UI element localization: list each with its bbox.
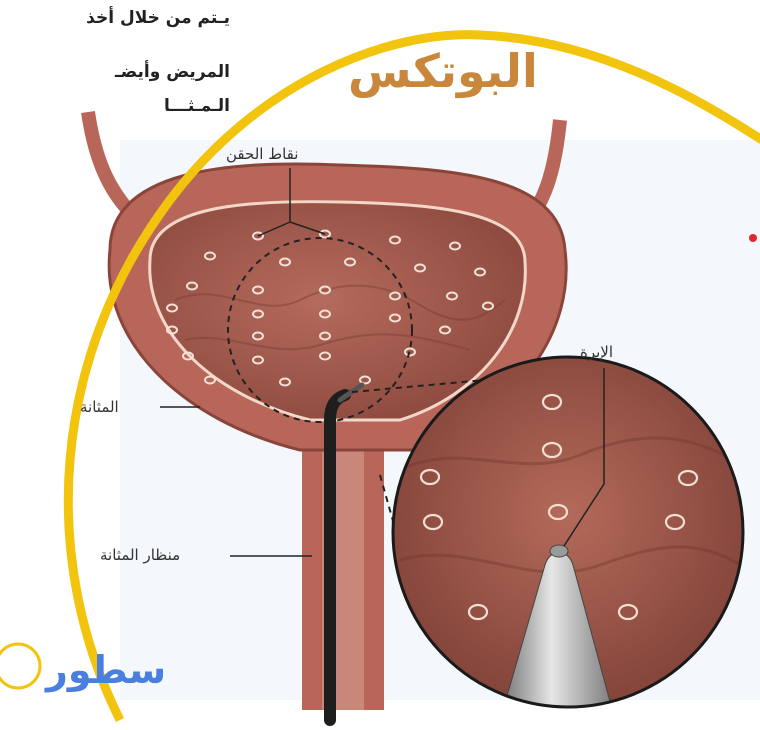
diagram-title: البوتكس	[348, 44, 538, 98]
label-needle: الإبرة	[580, 343, 613, 361]
label-bladder: المثانة	[80, 398, 119, 416]
brand-logo-text: سطور	[46, 648, 166, 692]
red-dot	[749, 234, 757, 242]
brand-icon	[0, 644, 40, 688]
label-injection-points: نقاط الحقن	[226, 145, 298, 163]
side-text-line-1: يـتم من خلال أخذ	[86, 8, 230, 28]
label-cystoscope: منظار المثانة	[100, 546, 180, 564]
side-text-line-3: الـمـثـــا	[164, 96, 230, 116]
side-text-line-2: المريض وأيضـ	[115, 62, 230, 82]
